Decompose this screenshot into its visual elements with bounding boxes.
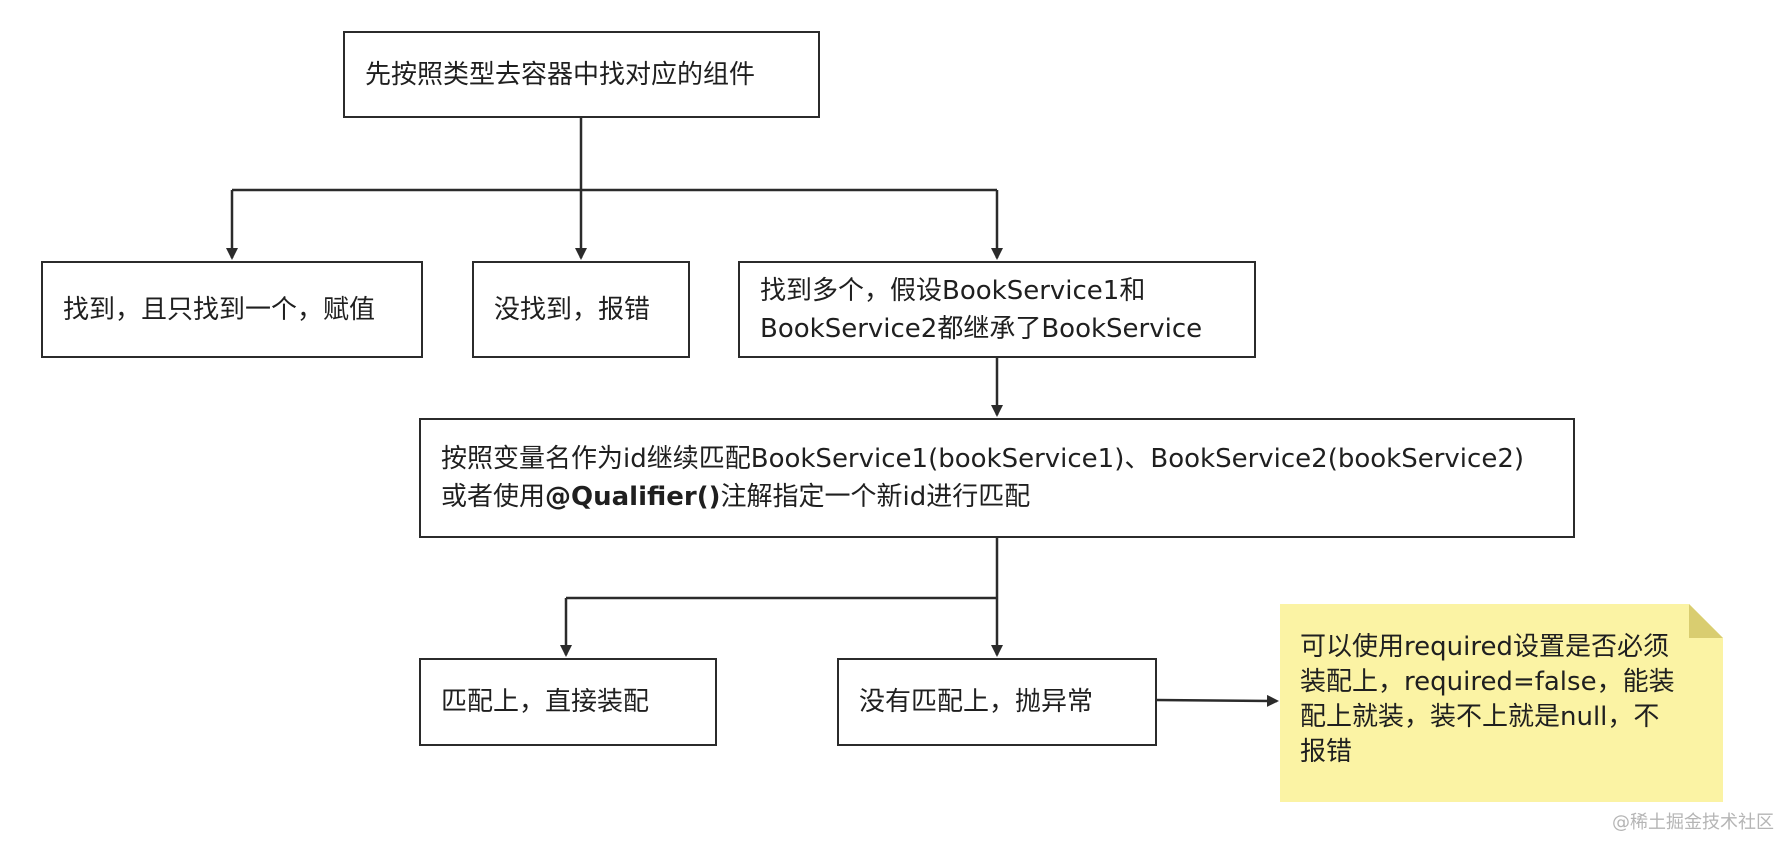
node-found-one-label: 找到，且只找到一个，赋值 <box>63 294 376 325</box>
note-line-3: 配上就装，装不上就是null，不 <box>1300 702 1660 732</box>
node-not-matched-label: 没有匹配上，抛异常 <box>859 687 1094 717</box>
node-root-label: 先按照类型去容器中找对应的组件 <box>365 59 756 90</box>
node-not-found: 没找到，报错 <box>472 261 690 358</box>
node-match-by-name-line2: 或者使用@Qualifier()注解指定一个新id进行匹配 <box>441 478 1524 516</box>
node-matched: 匹配上，直接装配 <box>419 658 717 746</box>
node-match-by-name-line2-prefix: 或者使用 <box>441 482 546 512</box>
node-matched-label: 匹配上，直接装配 <box>441 687 650 717</box>
node-found-many-line2: BookService2都继承了BookService <box>760 313 1203 344</box>
edge-not-matched-to-note <box>1155 694 1279 707</box>
watermark: @稀土掘金技术社区 <box>1612 812 1774 833</box>
node-found-many-line1: 找到多个，假设BookService1和 <box>760 275 1146 306</box>
node-match-by-name: 按照变量名作为id继续匹配BookService1(bookService1)、… <box>419 418 1575 538</box>
node-not-matched: 没有匹配上，抛异常 <box>837 658 1157 746</box>
node-not-found-label: 没找到，报错 <box>494 294 651 325</box>
qualifier-annotation: @Qualifier() <box>545 482 721 512</box>
node-root: 先按照类型去容器中找对应的组件 <box>343 31 820 118</box>
node-found-one: 找到，且只找到一个，赋值 <box>41 261 423 358</box>
node-match-by-name-line2-suffix: 注解指定一个新id进行匹配 <box>720 482 1031 512</box>
note-line-1: 可以使用required设置是否必须 <box>1300 632 1669 662</box>
sticky-note: 可以使用required设置是否必须 装配上，required=false，能装… <box>1280 604 1723 802</box>
note-line-4: 报错 <box>1300 737 1353 767</box>
node-match-by-name-line1: 按照变量名作为id继续匹配BookService1(bookService1)、… <box>441 444 1524 474</box>
node-found-many: 找到多个，假设BookService1和 BookService2都继承了Boo… <box>738 261 1256 358</box>
note-line-2: 装配上，required=false，能装 <box>1300 667 1675 697</box>
